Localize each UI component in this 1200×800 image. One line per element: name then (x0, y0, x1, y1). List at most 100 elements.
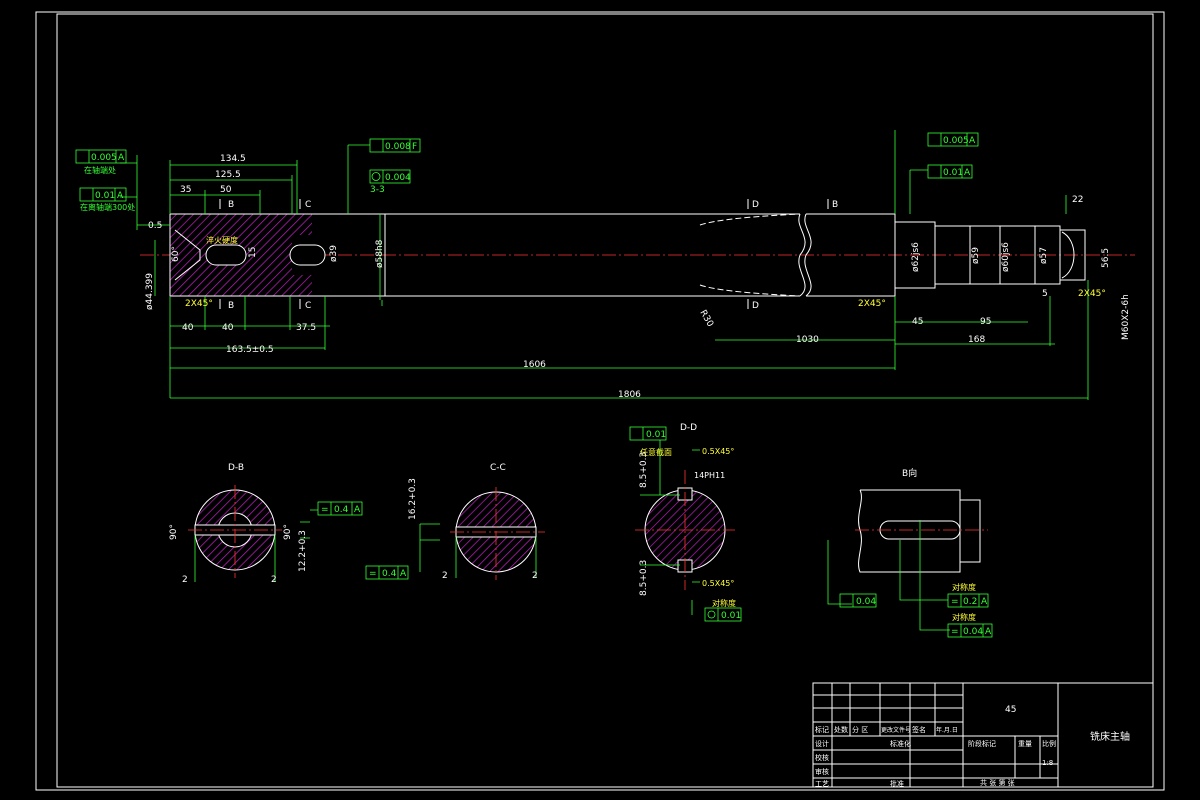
section-dd: D-D 0.01 0.01 任意截面 0.5X45° 0.5X45° 14PH1… (629, 423, 742, 622)
dim-thread: M60X2-6h (1121, 294, 1131, 340)
chamfer-right: 2X45° (1078, 289, 1106, 299)
section-marker-d-top: D (752, 200, 759, 210)
dim-44: ø44.399 (145, 273, 155, 310)
runout-left-a-value: 0.005 (91, 153, 117, 163)
svg-text:工艺: 工艺 (815, 780, 829, 788)
any-section-note: 任意截面 (640, 447, 672, 457)
svg-text:3-3: 3-3 (370, 185, 385, 195)
parallel-f-value: 0.008 (385, 142, 411, 152)
dim-50: 50 (220, 185, 232, 195)
dim-565: 56.5 (1101, 248, 1111, 268)
svg-text:分 区: 分 区 (852, 725, 868, 734)
fit-ph11: 14PH11 (694, 471, 725, 480)
material: 45 (1005, 705, 1016, 715)
runout-right-a-value: 0.005 (943, 136, 969, 146)
dim-5: 5 (1042, 289, 1048, 299)
section-db: D-B = 0.4 A 90° 90° 12.2+0.3 2 2 (169, 463, 363, 585)
svg-text:年.月.日: 年.月.日 (936, 726, 958, 734)
svg-text:A: A (118, 153, 125, 163)
dim-2a: 2 (182, 575, 188, 585)
dim-1806: 1806 (618, 390, 641, 400)
svg-text:阶段标记: 阶段标记 (968, 739, 996, 748)
scale-value: 1:8 (1042, 759, 1053, 767)
gdt-parallel-f: 0.008 F (369, 138, 421, 153)
gdt-runout-left-b: 0.01 A 在离轴端300处 (79, 187, 135, 212)
dim-95: 95 (980, 317, 991, 327)
section-marker-b-bottom: B (228, 301, 234, 311)
sheet-count: 共 张 第 张 (980, 778, 1015, 787)
inner-border (56, 13, 1154, 788)
svg-text:处数: 处数 (834, 725, 848, 734)
svg-text:比例: 比例 (1042, 739, 1056, 748)
gdt-sym-view-2: = 0.04 A 对称度 (947, 612, 993, 638)
sym-view-1-value: 0.2 (963, 597, 977, 607)
dim-57: ø57 (1039, 247, 1049, 264)
chamfer-dd-2: 0.5X45° (702, 579, 734, 588)
gdt-position-dd: 0.01 (704, 607, 742, 622)
sym-db-value: 0.4 (334, 505, 349, 515)
gdt-sym-cc: = 0.4 A (365, 565, 409, 580)
svg-text:A: A (354, 505, 361, 515)
section-marker-d-bottom: D (752, 301, 759, 311)
dim-2d: 2 (532, 571, 538, 581)
dim-1606: 1606 (523, 360, 546, 370)
parallel-note: 对称度 (712, 598, 736, 608)
dim-60deg: 60° (171, 246, 181, 262)
parallel-view-value: 0.04 (856, 597, 876, 607)
dim-62: ø62js6 (911, 242, 921, 272)
dim-134: 134.5 (220, 154, 246, 164)
section-dd-title: D-D (680, 423, 697, 433)
sym-view-2-value: 0.04 (963, 627, 983, 637)
dim-168: 168 (968, 335, 985, 345)
gdt-runout-left-a: 0.005 A 在轴端处 (75, 149, 127, 175)
title-block: 45 铣床主轴 1:8 共 张 第 张 标记 设计 校核 审核 工艺 处数 分 … (812, 682, 1154, 788)
dim-2c: 2 (442, 571, 448, 581)
left-note-2: 在离轴端300处 (80, 202, 135, 212)
part-name: 铣床主轴 (1090, 730, 1130, 743)
section-marker-c-bottom: C (305, 301, 311, 311)
dim-163: 163.5±0.5 (226, 345, 274, 355)
cylindricity-value: 0.004 (385, 173, 411, 183)
dim-15: 15 (248, 247, 258, 258)
dim-59: ø59 (971, 247, 981, 264)
svg-text:A: A (969, 136, 976, 146)
gdt-runout-right-a: 0.005 A (927, 132, 979, 147)
svg-text:=: = (321, 505, 329, 515)
svg-text:签名: 签名 (912, 725, 926, 734)
dim-r30: R30 (697, 309, 715, 330)
svg-text:更改文件号: 更改文件号 (881, 726, 911, 734)
dim-85b: 8.5+0.3 (639, 560, 649, 596)
svg-text:A: A (985, 627, 992, 637)
dim-162: 16.2+0.3 (408, 478, 418, 520)
svg-text:F: F (412, 142, 417, 152)
svg-text:标记: 标记 (815, 725, 829, 734)
section-marker-b-top: B (228, 200, 234, 210)
position-dd-value: 0.01 (721, 611, 741, 621)
svg-text:A: A (981, 597, 988, 607)
svg-text:=: = (369, 569, 377, 579)
gdt-sym-view-1: = 0.2 A 对称度 (947, 582, 989, 608)
chamfer-left: 2X45° (185, 299, 213, 309)
section-cc: C-C = 0.4 A 16.2+0.3 2 2 (365, 463, 545, 581)
hardness-note: 淬火硬度 (206, 235, 238, 245)
svg-text:设计: 设计 (815, 739, 829, 748)
svg-text:A: A (400, 569, 407, 579)
svg-text:A: A (964, 168, 971, 178)
dim-22: 22 (1072, 195, 1083, 205)
svg-text:重量: 重量 (1018, 740, 1032, 748)
dim-05: 0.5 (148, 221, 162, 231)
section-marker-c-top: C (305, 200, 311, 210)
sym-cc-value: 0.4 (382, 569, 397, 579)
main-shaft-view: 0.005 A 在轴端处 0.01 A 在离轴端300处 0.008 F 0.0… (75, 130, 1135, 400)
chamfer-dd-1: 0.5X45° (702, 447, 734, 456)
svg-text:审核: 审核 (815, 767, 829, 776)
dim-58: ø58h8 (375, 239, 385, 268)
dim-40a: 40 (182, 323, 194, 333)
gdt-parallel-view: 0.04 (839, 593, 877, 608)
gdt-runout-right-b: 0.01 A (927, 164, 973, 179)
runout-right-b-value: 0.01 (943, 168, 963, 178)
dim-39: ø39 (329, 245, 339, 262)
dim-40b: 40 (222, 323, 234, 333)
dim-85a: 8.5+0.3 (639, 452, 649, 488)
chamfer-mid: 2X45° (858, 299, 886, 309)
